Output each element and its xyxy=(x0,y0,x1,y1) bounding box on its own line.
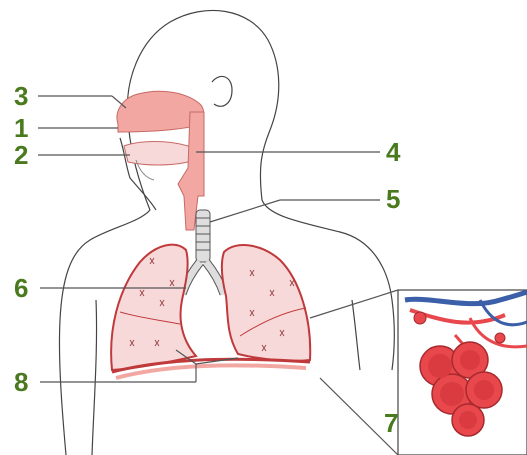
label-3: 3 xyxy=(14,81,28,111)
alveoli-inset xyxy=(310,290,527,455)
label-8: 8 xyxy=(14,367,28,397)
right-lung xyxy=(111,245,196,370)
label-4: 4 xyxy=(386,137,401,167)
body-outline xyxy=(59,10,394,455)
label-2: 2 xyxy=(14,140,28,170)
oral-cavity xyxy=(124,142,193,181)
leader-5 xyxy=(210,200,280,222)
label-6: 6 xyxy=(14,273,28,303)
trachea xyxy=(196,210,210,262)
left-lung xyxy=(222,245,310,361)
label-7: 7 xyxy=(384,408,398,438)
label-1: 1 xyxy=(14,113,28,143)
label-5: 5 xyxy=(386,184,400,214)
